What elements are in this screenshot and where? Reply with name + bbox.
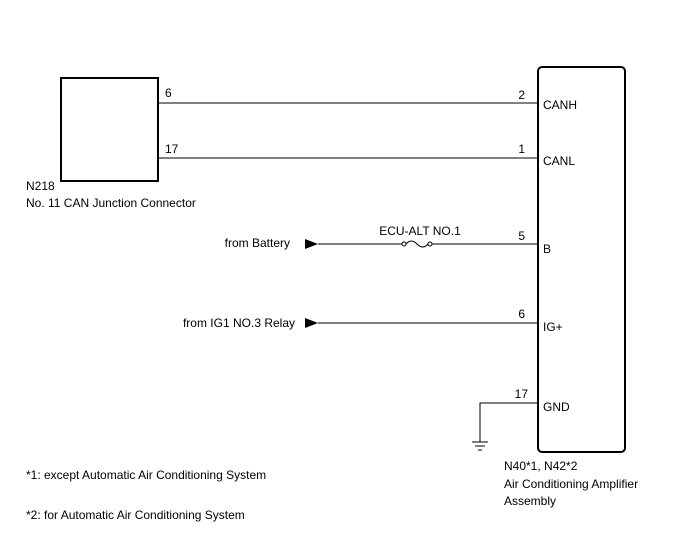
ground-icon [472, 441, 488, 451]
gnd-wire [479, 402, 538, 442]
n218-pin-canh: 6 [165, 86, 172, 100]
amplifier-box [537, 66, 626, 453]
amp-terminal-ig: IG+ [543, 320, 563, 334]
amplifier-code: N40*1, N42*2 [504, 459, 578, 473]
amp-pin-number-canl: 1 [518, 142, 525, 156]
amp-pin-number-gnd: 17 [515, 387, 529, 401]
arrow-right-icon [305, 239, 318, 249]
fuse-label: ECU-ALT NO.1 [379, 224, 461, 238]
amp-terminal-b: B [543, 242, 551, 256]
amp-pin-number-ig: 6 [518, 307, 525, 321]
footnote-1: *1: except Automatic Air Conditioning Sy… [26, 468, 266, 482]
amp-pin-number-canh: 2 [518, 88, 525, 102]
amplifier-name-line2: Assembly [504, 494, 556, 508]
amplifier-name-line1: Air Conditioning Amplifier [504, 477, 638, 491]
n218-pin-canl: 17 [165, 142, 179, 156]
ig1-source-label: from IG1 NO.3 Relay [183, 316, 295, 330]
fuse-icon [401, 240, 433, 248]
battery-source-label: from Battery [225, 236, 290, 250]
amp-terminal-canl: CANL [543, 154, 575, 168]
arrow-right-icon [305, 318, 318, 328]
amp-terminal-canh: CANH [543, 98, 577, 112]
n218-connector-box [60, 77, 159, 182]
n218-name: No. 11 CAN Junction Connector [26, 196, 196, 210]
footnote-2: *2: for Automatic Air Conditioning Syste… [26, 508, 245, 522]
amp-terminal-gnd: GND [543, 400, 570, 414]
n218-code: N218 [26, 179, 55, 193]
amp-pin-number-b: 5 [518, 229, 525, 243]
